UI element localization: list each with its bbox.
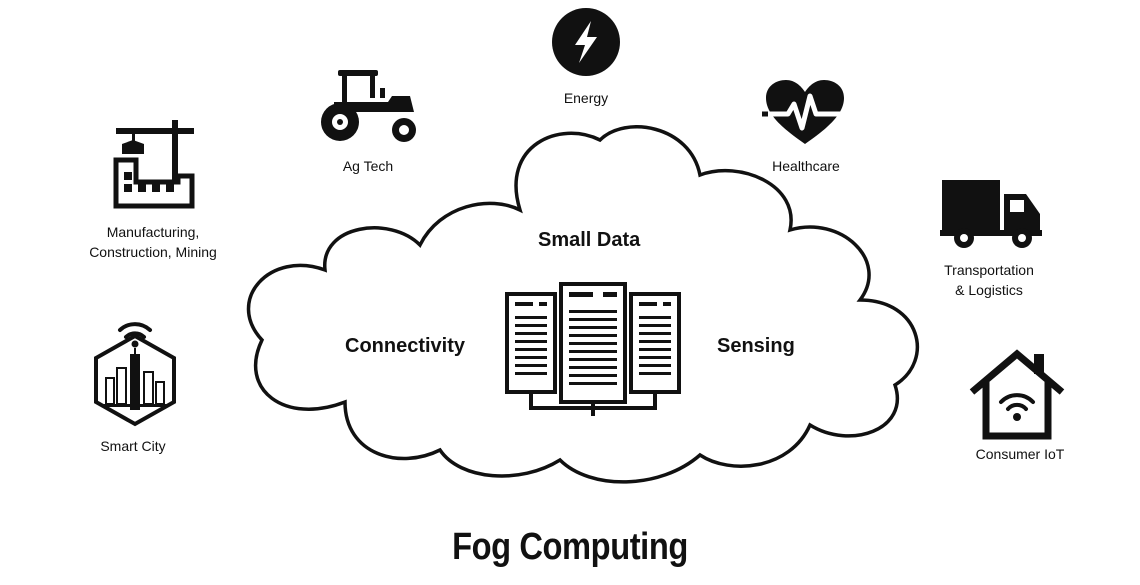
category-label-transportation: Transportation & Logistics xyxy=(944,262,1034,298)
tractor-icon xyxy=(321,70,416,142)
factory-crane-icon xyxy=(113,120,195,209)
cloud-label-connectivity: Connectivity xyxy=(345,335,466,357)
lightning-bolt-icon xyxy=(552,8,620,76)
truck-icon xyxy=(940,180,1042,248)
server-racks-icon xyxy=(505,282,681,416)
cloud-label-small-data: Small Data xyxy=(538,229,641,251)
category-label-consumeriot: Consumer IoT xyxy=(975,446,1065,462)
category-label-agtech: Ag Tech xyxy=(342,158,394,174)
smart-home-icon xyxy=(969,349,1065,440)
cloud-label-sensing: Sensing xyxy=(717,335,795,357)
heartbeat-icon xyxy=(762,80,848,144)
category-label-healthcare: Healthcare xyxy=(772,158,840,174)
category-label-energy: Energy xyxy=(563,90,609,106)
diagram-title: Fog Computing xyxy=(452,526,688,568)
smart-city-icon xyxy=(94,322,176,427)
category-label-smartcity: Smart City xyxy=(100,438,166,454)
category-label-manufacturing: Manufacturing, Construction, Mining xyxy=(89,224,217,260)
